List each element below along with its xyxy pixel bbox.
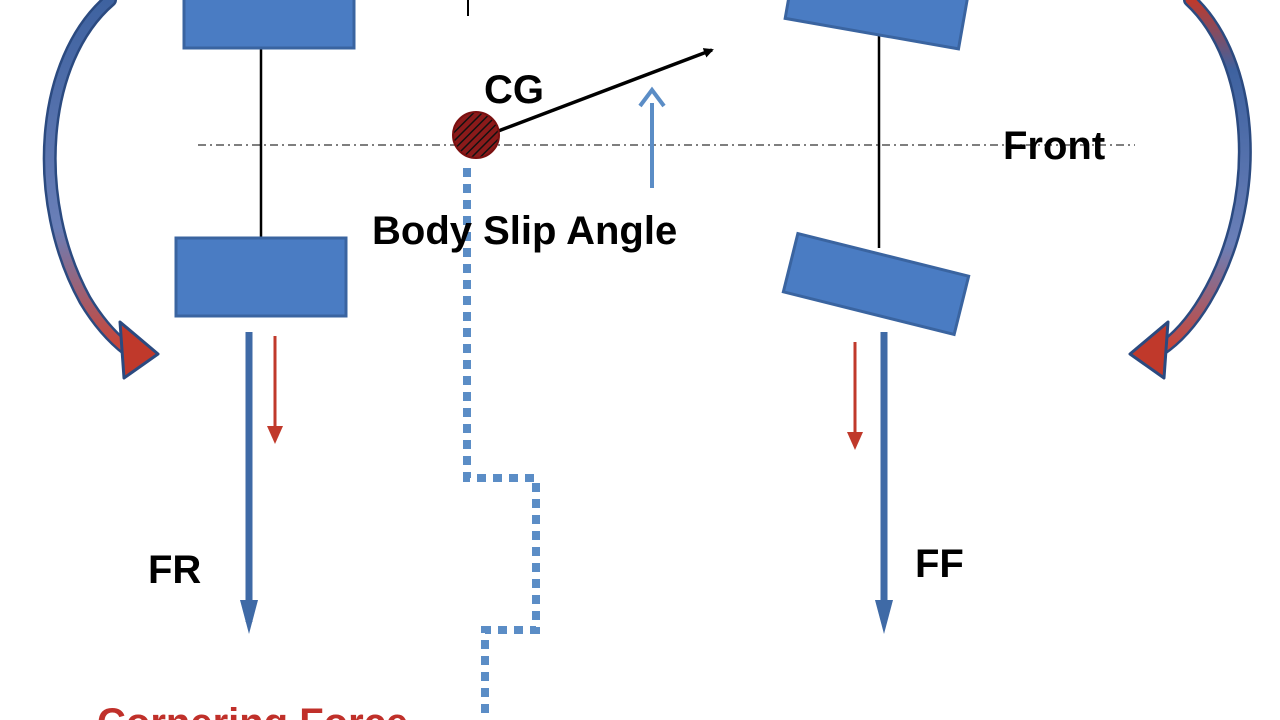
- body-slip-angle-label: Body Slip Angle: [372, 209, 677, 253]
- rear-left-wheel: [182, 0, 356, 50]
- rear-force-arrow-head: [240, 600, 258, 634]
- rotation-arrow-right-icon: [1128, 0, 1252, 380]
- front-label: Front: [1003, 124, 1105, 168]
- rear-right-wheel: [174, 236, 348, 318]
- front-force-arrow-head: [875, 600, 893, 634]
- front-left-wheel: [783, 0, 970, 51]
- cornering-force-label: Cornering Force: [97, 701, 408, 720]
- ff-label: FF: [915, 542, 964, 586]
- velocity-vector: [492, 48, 714, 135]
- cg-icon: [452, 111, 500, 159]
- fr-label: FR: [148, 548, 201, 592]
- cg-label: CG: [484, 68, 544, 112]
- rotation-arrow-left-icon: [42, 0, 160, 380]
- front-right-wheel: [781, 231, 971, 337]
- trajectory-path: [463, 168, 540, 720]
- front-red-arrow-head: [847, 432, 863, 450]
- slip-angle-pointer-head: [638, 86, 666, 108]
- rear-red-arrow-head: [267, 426, 283, 444]
